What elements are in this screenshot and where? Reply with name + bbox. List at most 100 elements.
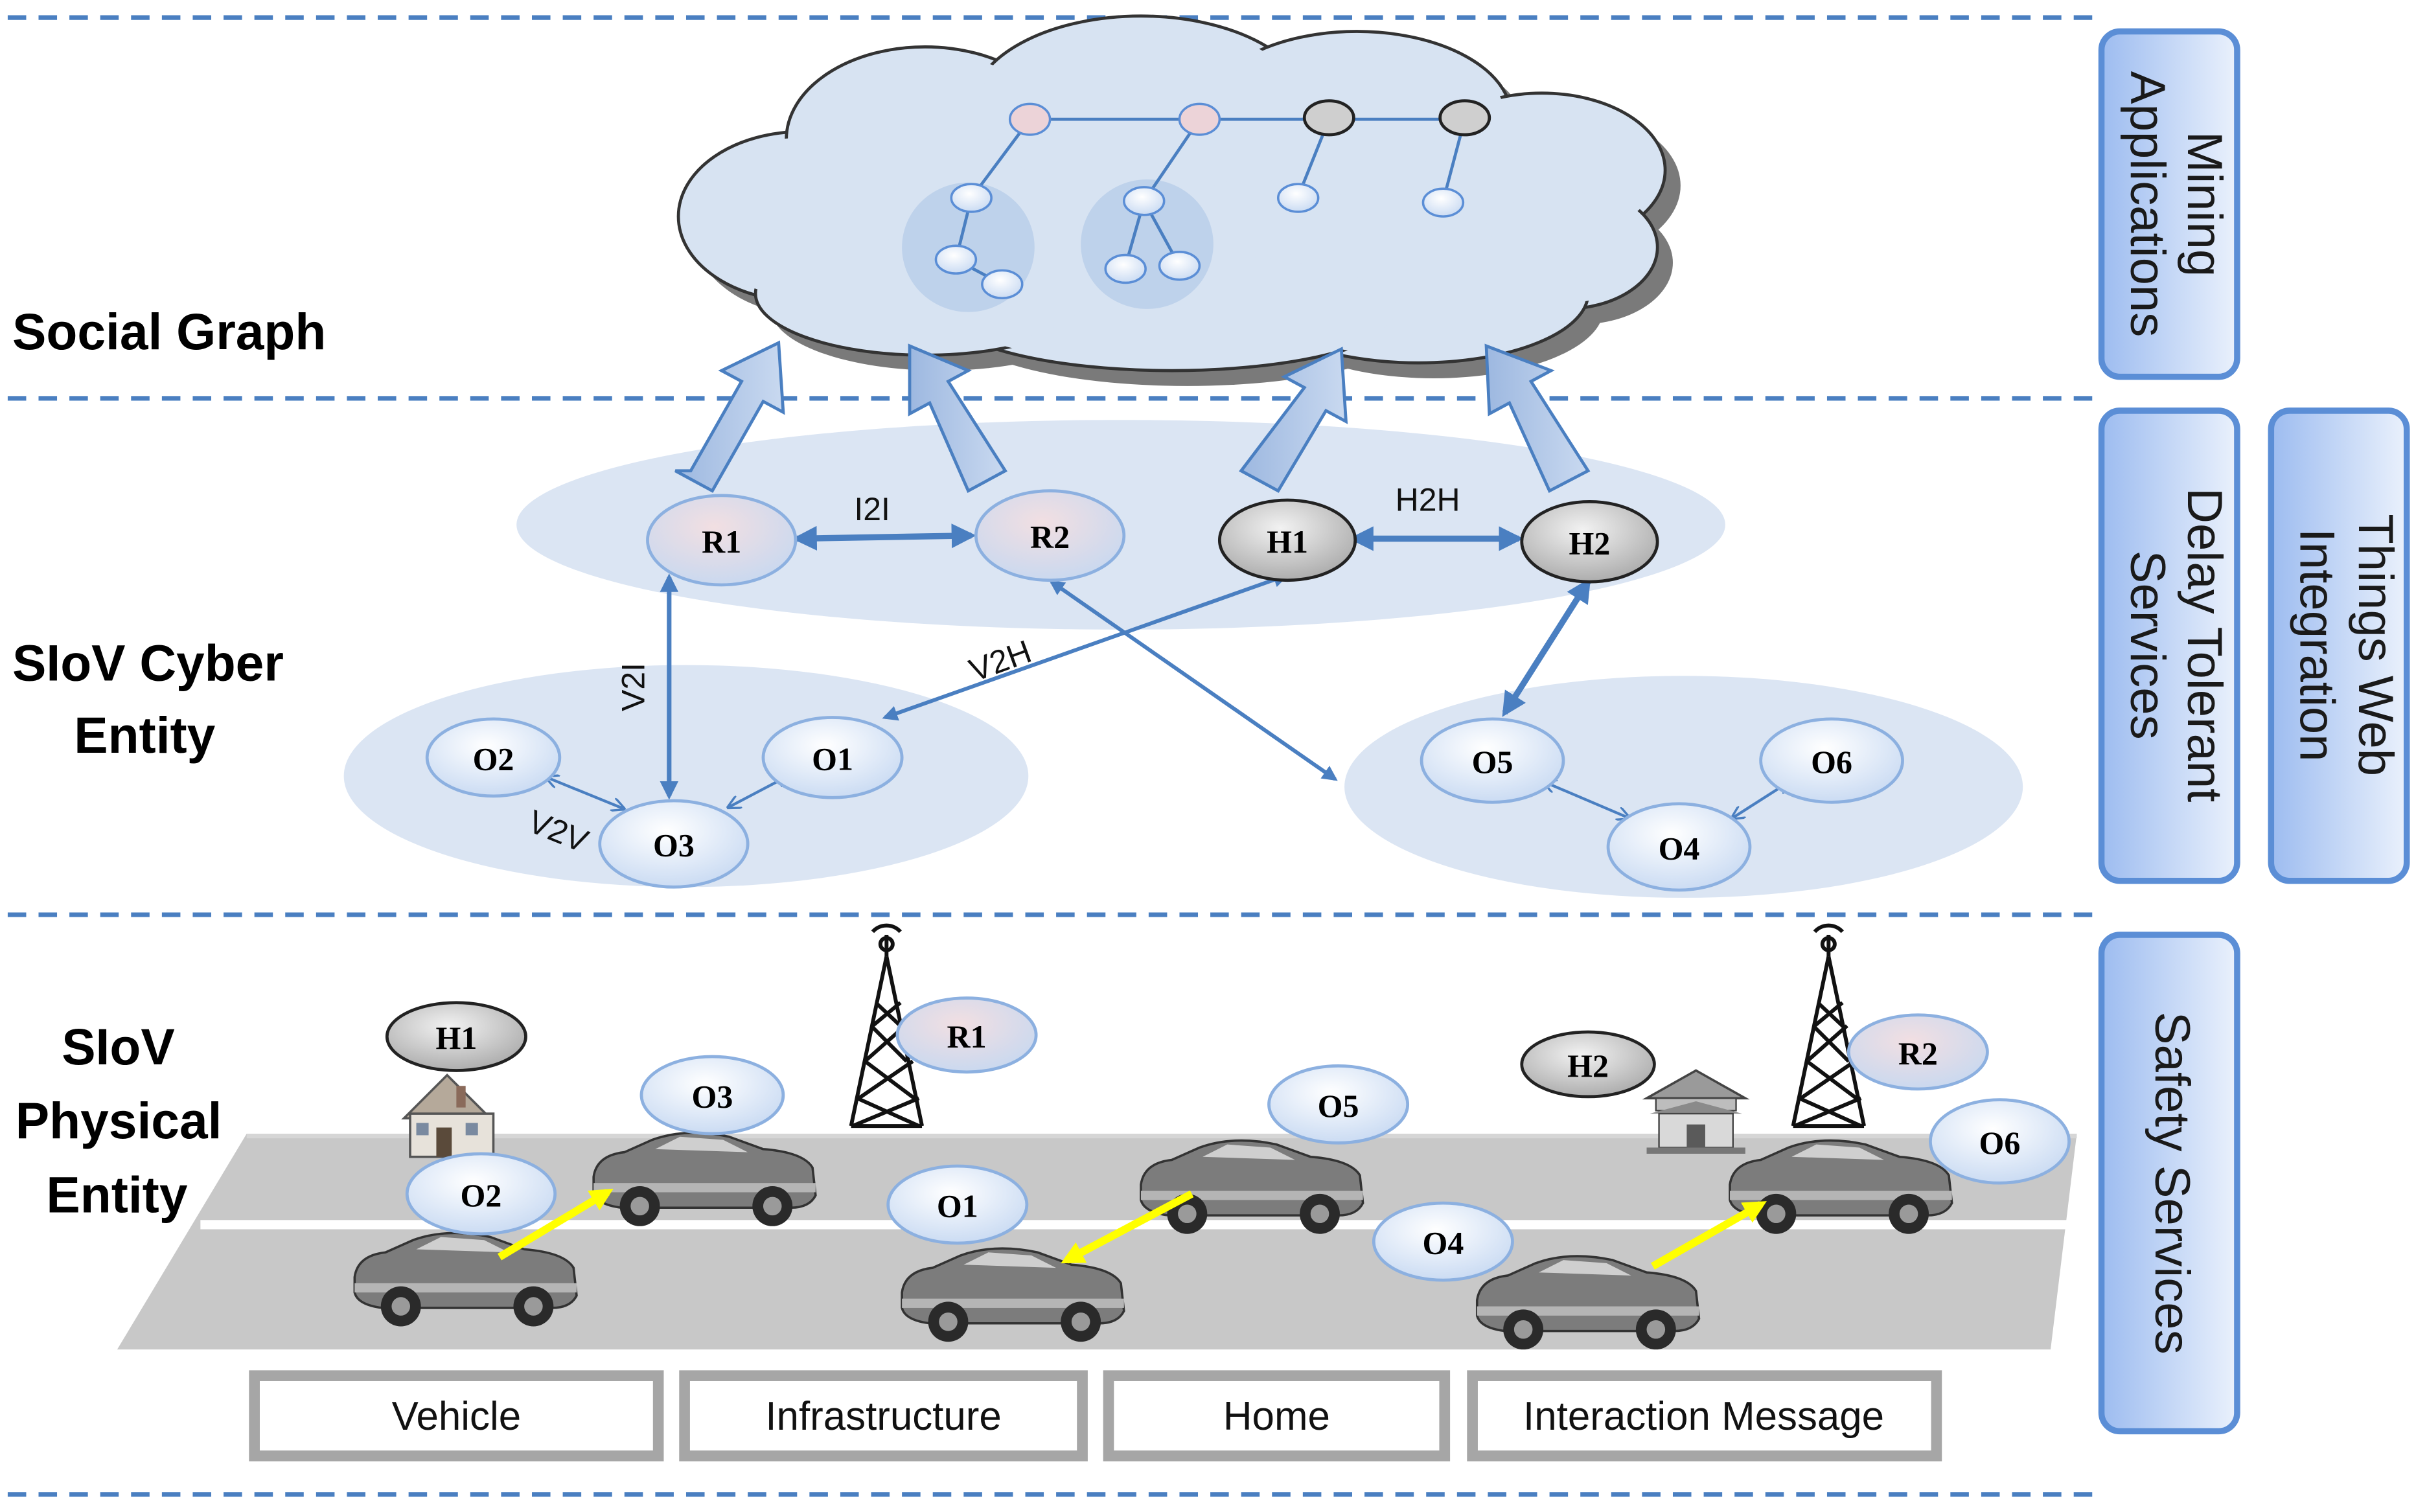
cyber-title-line1: SIoV Cyber: [12, 634, 284, 691]
interaction-arrow: [1061, 1190, 1194, 1264]
cyber-node-h2: [1520, 499, 1659, 584]
cyber-label-o6: O6: [1811, 744, 1852, 780]
legend-home-box: [1103, 1370, 1451, 1461]
cyber-node-h1: [1217, 498, 1357, 582]
cyber-node-o3: [598, 799, 750, 889]
interaction-arrow: [1651, 1201, 1767, 1270]
cyber-label-r2: R2: [1030, 519, 1070, 555]
layer-titles: Social Graph SIoV Cyber Entity SIoV Phys…: [12, 303, 326, 1224]
physical-label-r2: R2: [1898, 1035, 1938, 1071]
car-icon: [1729, 1139, 1953, 1234]
social-graph-title: Social Graph: [12, 303, 326, 360]
things-label-line2: Integration: [2290, 529, 2345, 762]
cyber-label-h2: H2: [1569, 525, 1611, 561]
physical-label-o2: O2: [461, 1177, 502, 1213]
legend-vehicle-label: Vehicle: [392, 1394, 521, 1439]
tower-icon: [849, 923, 924, 1128]
things-label-line1: Things Web: [2348, 514, 2403, 776]
physical-label-h2: H2: [1567, 1048, 1609, 1084]
link-o5-o4: [1545, 782, 1628, 818]
cyber-node-o6: [1759, 717, 1904, 804]
physical-node-o4: [1372, 1201, 1514, 1282]
link-h2-o5: [1502, 577, 1591, 717]
physical-node-o3: [639, 1055, 785, 1136]
legend-infrastructure-label: Infrastructure: [765, 1394, 1001, 1439]
physical-label-o3: O3: [691, 1079, 733, 1115]
graph-node: [1178, 102, 1221, 136]
graph-node: [950, 183, 993, 213]
delay-label-line1: Delay Tolerant: [2177, 488, 2232, 802]
vehicles: [353, 1131, 1953, 1350]
graph-node: [1421, 187, 1465, 218]
graph-node: [934, 244, 978, 275]
upload-arrows: [674, 340, 1591, 494]
physical-node-o2: [405, 1152, 557, 1236]
link-i2i: [792, 523, 976, 551]
legend-interaction-box: [1467, 1370, 1942, 1461]
cyber-label-o1: O1: [812, 740, 853, 777]
safety-label: Safety Services: [2145, 1012, 2200, 1355]
upload-arrow-h1: [1239, 347, 1348, 493]
interaction-messages: [497, 1188, 1767, 1270]
v2h-label: V2H: [965, 633, 1037, 689]
physical-node-o6: [1929, 1098, 2071, 1185]
legend-infrastructure-box: [679, 1370, 1088, 1461]
graph-node: [981, 269, 1024, 300]
graph-node: [1276, 183, 1320, 213]
graph-node: [1008, 102, 1052, 136]
car-icon: [901, 1247, 1125, 1342]
graph-node: [1302, 99, 1355, 137]
cyber-label-o4: O4: [1659, 830, 1700, 866]
link-r2-o5: [1049, 580, 1338, 781]
physical-node-o5: [1267, 1064, 1410, 1145]
physical-label-o1: O1: [937, 1188, 978, 1224]
physical-nodes: H1 O3 O2 R1 O1 O5 O4 H2 R2 O6: [385, 996, 2071, 1282]
cyber-label-r1: R1: [702, 523, 741, 560]
physical-title-line2: Physical: [16, 1092, 222, 1149]
physical-label-o4: O4: [1422, 1225, 1464, 1261]
graph-node: [1158, 251, 1201, 281]
graph-node: [1123, 186, 1166, 216]
mining-label-line1: Mining: [2177, 132, 2232, 277]
physical-node-r2: [1847, 1013, 1989, 1091]
graph-node: [1104, 253, 1147, 284]
legend-interaction-label: Interaction Message: [1523, 1394, 1884, 1439]
cyber-node-r2: [974, 489, 1126, 582]
graph-node: [1438, 99, 1491, 137]
interaction-arrow: [497, 1188, 614, 1261]
delay-label-line2: Services: [2120, 551, 2175, 740]
cyber-node-r1: [646, 494, 798, 587]
cyber-label-o5: O5: [1472, 744, 1513, 780]
cyber-node-o4: [1606, 802, 1752, 892]
upload-arrow-r2: [908, 343, 1007, 494]
car-icon: [1140, 1139, 1364, 1234]
cyber-node-o2: [425, 717, 562, 798]
cyber-node-o1: [761, 716, 904, 799]
mining-label-line2: Applications: [2120, 71, 2175, 338]
h2h-label: H2H: [1396, 482, 1460, 518]
physical-node-h2: [1520, 1030, 1656, 1099]
car-icon: [353, 1231, 578, 1327]
upload-arrow-h2: [1484, 343, 1591, 493]
social-graph-cloud: [676, 14, 1681, 386]
things-web-panel: [2268, 407, 2410, 884]
physical-label-o6: O6: [1979, 1125, 2021, 1161]
physical-title-line1: SIoV: [62, 1018, 175, 1075]
layer-separators: [7, 15, 2097, 1497]
tower-icon: [1791, 923, 1866, 1128]
side-panels: Mining Applications Delay Tolerant Servi…: [2098, 28, 2410, 1435]
physical-title-line3: Entity: [46, 1166, 187, 1223]
delay-tolerant-panel: [2098, 407, 2240, 884]
cyber-links: [547, 523, 1789, 818]
link-o2-o3: [547, 777, 623, 808]
legend-vehicle-box: [249, 1370, 664, 1461]
upload-arrow-r1: [674, 340, 785, 493]
mining-applications-panel: [2098, 28, 2240, 380]
safety-services-panel: [2098, 932, 2240, 1435]
physical-node-h1: [385, 1001, 527, 1072]
cyber-label-o2: O2: [473, 740, 514, 777]
physical-node-o1: [886, 1164, 1029, 1245]
cyber-node-o5: [1420, 717, 1565, 804]
physical-label-h1: H1: [435, 1020, 477, 1056]
